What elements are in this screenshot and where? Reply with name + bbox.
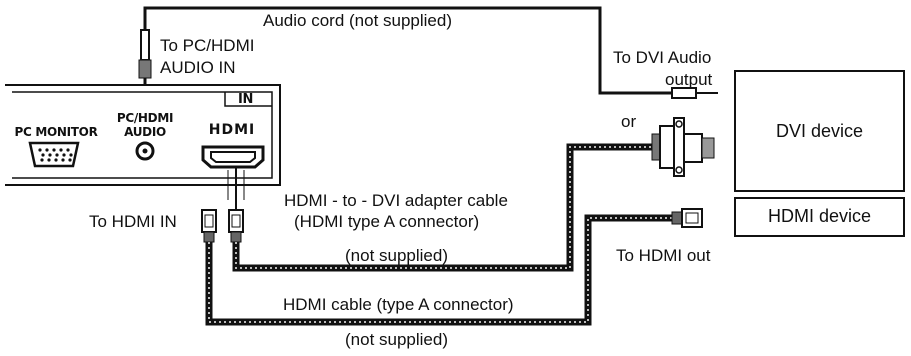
- audio-plug-dvi: [671, 87, 718, 99]
- to-hdmi-out-label: To HDMI out: [616, 246, 711, 265]
- audio-jack-icon: [135, 141, 155, 161]
- panel-pc-hdmi-audio-label-2: AUDIO: [124, 125, 166, 139]
- dvi-device-box: [734, 70, 905, 192]
- audio-cord-label: Audio cord (not supplied): [263, 11, 453, 30]
- adapter-cable-label-1: HDMI - to - DVI adapter cable: [284, 191, 508, 210]
- to-hdmi-in-label: To HDMI IN: [89, 212, 177, 231]
- dvi-device-label: DVI device: [775, 121, 864, 141]
- hdmi-port-icon: [201, 145, 265, 169]
- panel-in-label: IN: [238, 92, 254, 107]
- hdmi-device-label: HDMI device: [767, 206, 872, 226]
- audio-cord: [143, 6, 672, 95]
- panel-hdmi-logo: HDMI: [208, 122, 256, 138]
- adapter-cable-label-2: (HDMI type A connector): [294, 212, 480, 231]
- not-supplied-label-2: (not supplied): [345, 330, 449, 349]
- hdmi-cable-label: HDMI cable (type A connector): [283, 295, 514, 314]
- dvi-connector-icon: [651, 117, 715, 177]
- dvi-audio-output-label-1: To DVI Audio: [613, 48, 712, 67]
- or-label: or: [621, 112, 637, 131]
- not-supplied-label-1: (not supplied): [345, 246, 449, 265]
- vga-port-icon: [28, 141, 80, 168]
- panel-pc-hdmi-audio-label-1: PC/HDMI: [116, 111, 174, 125]
- pc-hdmi-audio-in-label-2: AUDIO IN: [160, 58, 236, 77]
- hdmi-device-box: [734, 197, 905, 237]
- panel-pc-monitor-label: PC MONITOR: [14, 125, 98, 139]
- pc-hdmi-audio-in-label-1: To PC/HDMI: [160, 36, 255, 55]
- hdmi-plug-right: [228, 209, 244, 243]
- hdmi-plug-left: [201, 209, 217, 243]
- tv-input-panel: [5, 84, 281, 186]
- hdmi-plug-device: [671, 208, 703, 228]
- dvi-audio-output-label-2: output: [665, 70, 713, 89]
